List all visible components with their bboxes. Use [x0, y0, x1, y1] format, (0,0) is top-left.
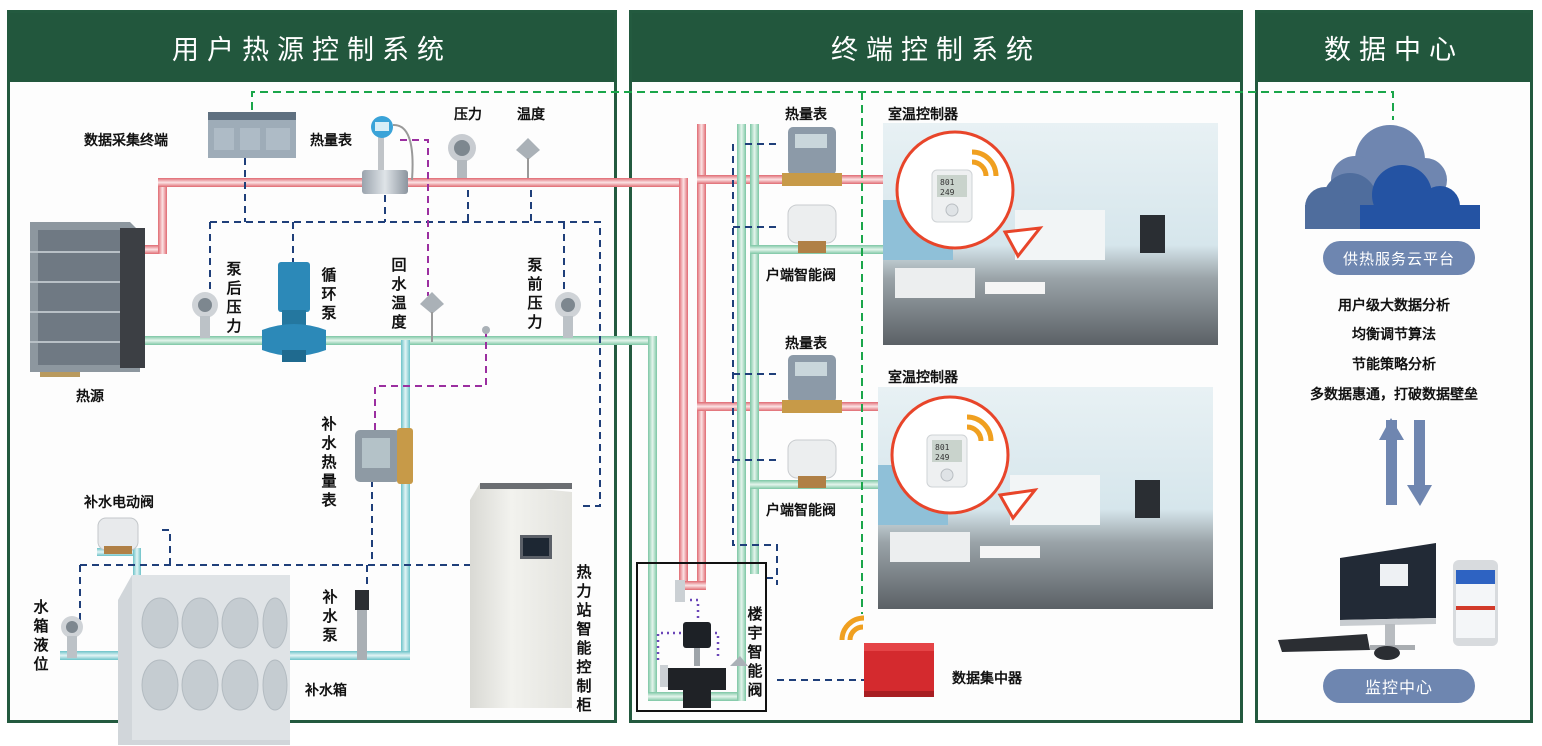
label-household-valve-1: 户端智能阀 [766, 268, 836, 284]
mobile-phone-icon [1453, 560, 1498, 646]
temperature-sensor-top [516, 138, 540, 178]
pre-pump-pressure-transmitter [555, 292, 581, 338]
return-temperature-sensor [420, 292, 444, 342]
signal-lines [79, 143, 868, 681]
thermostat-display-1: 801 249 [940, 178, 954, 198]
label-terminal-heat-meter-1: 热量表 [785, 107, 827, 123]
monitor-computer-icon [1278, 543, 1436, 660]
data-terminal-device [208, 112, 296, 158]
label-station-cabinet: 热力站智能控制柜 [576, 563, 592, 714]
download-arrow-icon [1407, 420, 1432, 506]
wifi-icon [839, 615, 865, 641]
makeup-electric-valve [97, 517, 139, 554]
label-terminal-heat-meter-2: 热量表 [785, 336, 827, 352]
wireless-lines [251, 91, 1394, 614]
heat-meter-device [362, 116, 414, 194]
label-makeup-heat-meter: 补水热量表 [321, 415, 337, 509]
label-household-valve-2: 户端智能阀 [766, 503, 836, 519]
panel-heat-source-title: 用户热源控制系统 [10, 13, 614, 82]
terminal-heat-meter-1 [782, 127, 842, 186]
label-room-controller-2: 室温控制器 [888, 370, 958, 386]
thermostat-display-2-line-1: 801 [935, 443, 950, 452]
feature-item: 节能策略分析 [1352, 357, 1436, 373]
thermostat-display-1-line-1: 801 [940, 178, 955, 187]
label-makeup-electric-valve: 补水电动阀 [84, 495, 154, 511]
panel-terminal-title: 终端控制系统 [632, 13, 1240, 82]
label-room-controller-1: 室温控制器 [888, 107, 958, 123]
label-circulation-pump: 循环泵 [321, 266, 337, 322]
post-pump-pressure-transmitter [192, 292, 218, 338]
cloud-platform-badge: 供热服务云平台 [1323, 241, 1475, 275]
thermostat-callout-2 [890, 395, 1039, 521]
data-concentrator-device [864, 643, 934, 697]
feature-item: 用户级大数据分析 [1338, 298, 1450, 314]
upload-arrow-icon [1379, 418, 1404, 505]
pressure-transmitter-top [448, 134, 476, 178]
label-makeup-tank: 补水箱 [305, 683, 347, 699]
label-data-terminal: 数据采集终端 [84, 133, 168, 149]
label-data-concentrator: 数据集中器 [952, 671, 1022, 687]
tank-level-transmitter [61, 616, 83, 658]
label-pressure: 压力 [454, 107, 482, 123]
thermostat-callout-1 [895, 130, 1044, 259]
heat-exchanger [30, 222, 145, 377]
panel-data-center-title: 数据中心 [1258, 13, 1530, 82]
label-heat-meter: 热量表 [310, 133, 352, 149]
station-control-cabinet [470, 483, 572, 708]
label-tank-level: 水箱液位 [33, 598, 49, 673]
feature-item: 多数据惠通，打破数据壁垒 [1310, 387, 1478, 403]
building-valve-box [636, 562, 767, 712]
building-valve-sensor-lines [656, 598, 720, 660]
circulation-pump [262, 262, 326, 362]
thermostat-display-2: 801 249 [935, 443, 949, 463]
label-return-water-temp: 回水温度 [391, 256, 407, 331]
thermostat-display-1-line-2: 249 [940, 188, 955, 197]
label-building-valve: 楼宇智能阀 [747, 605, 763, 699]
feature-item: 均衡调节算法 [1352, 327, 1436, 343]
small-temperature-probe [482, 326, 490, 334]
label-heat-source: 热源 [76, 389, 104, 405]
label-makeup-pump: 补水泵 [322, 588, 338, 644]
makeup-water-tank [118, 575, 290, 745]
household-valve-1 [787, 204, 837, 253]
label-pre-pump-pressure: 泵前压力 [527, 256, 543, 331]
sensor-lines [374, 139, 487, 430]
makeup-pump [355, 590, 369, 660]
monitor-center-badge: 监控中心 [1323, 669, 1475, 703]
household-valve-2 [787, 439, 837, 488]
label-temperature: 温度 [517, 107, 545, 123]
thermostat-display-2-line-2: 249 [935, 453, 950, 462]
terminal-heat-meter-2 [782, 355, 842, 413]
makeup-heat-meter [355, 428, 413, 484]
cloud-icon [1305, 125, 1480, 229]
label-post-pump-pressure: 泵后压力 [226, 260, 242, 335]
